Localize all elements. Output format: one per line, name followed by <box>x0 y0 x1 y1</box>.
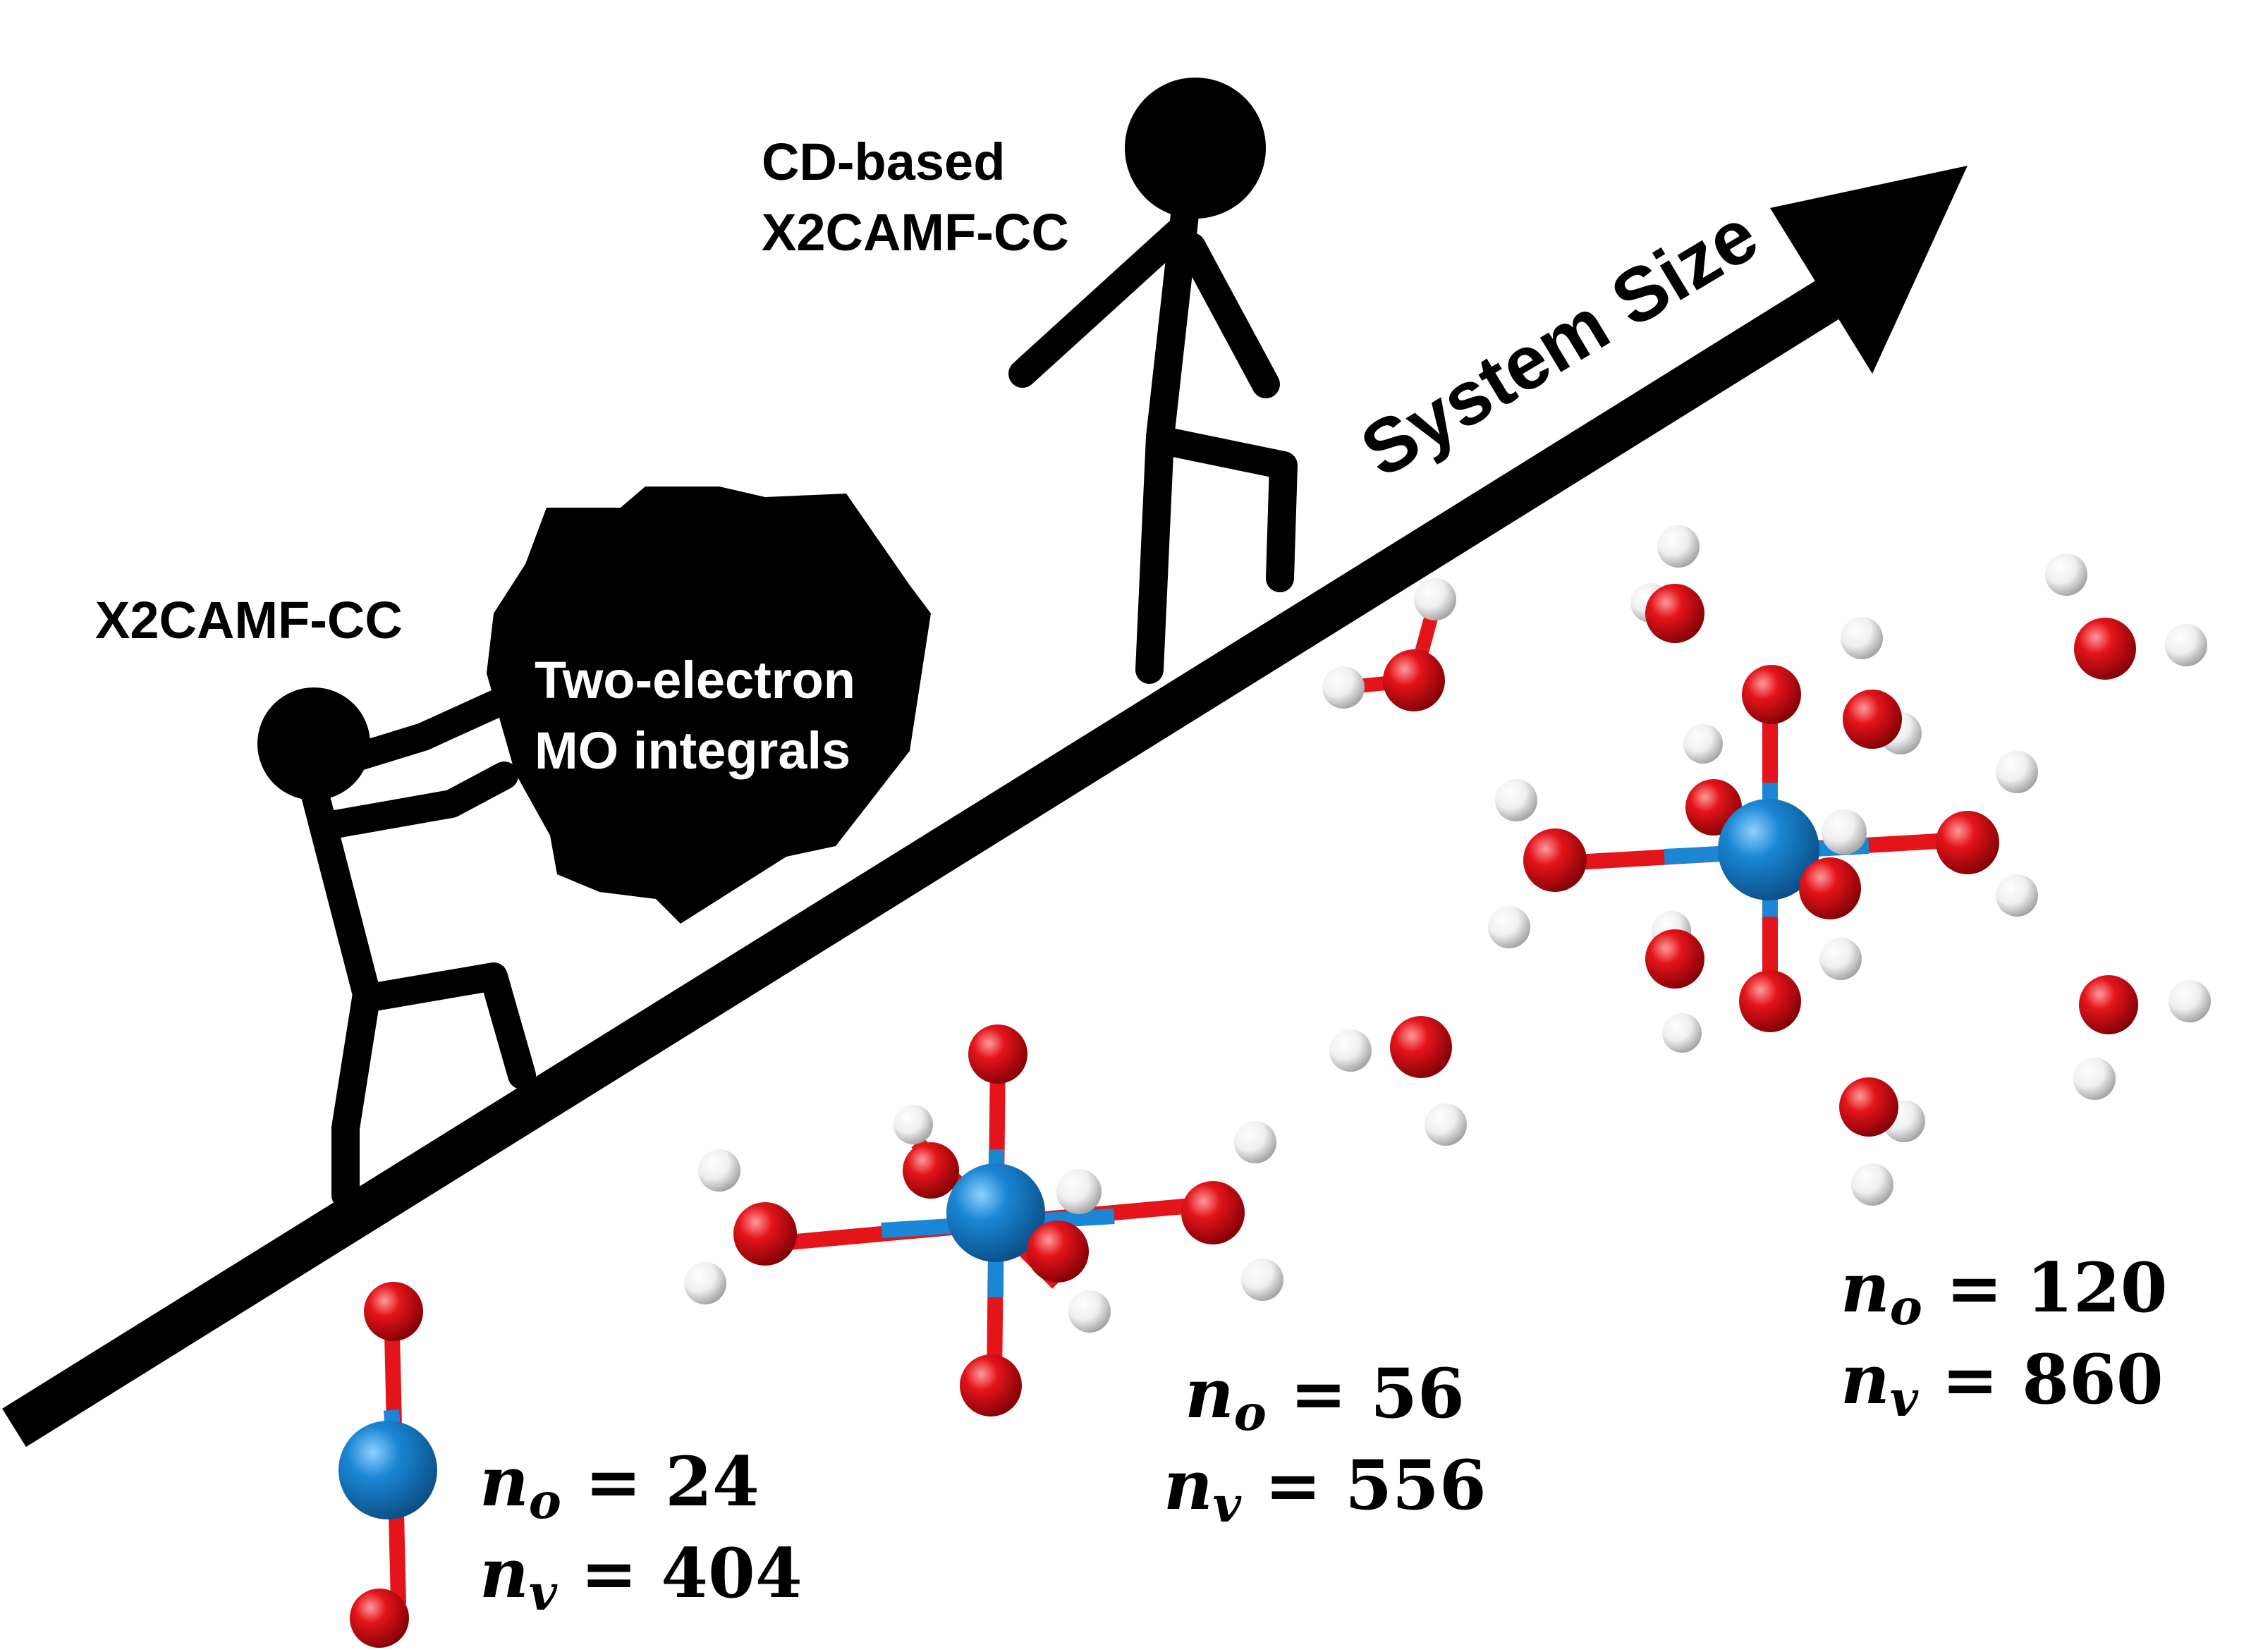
system3-counts: no = 120 nv = 860 <box>1841 1248 2168 1428</box>
pushing-stick-figure <box>257 687 536 1209</box>
left-method-label: X2CAMF-CC <box>95 591 403 649</box>
molecule-uo2 <box>338 1282 437 1648</box>
system2-counts: no = 56 nv = 556 <box>1164 1354 1487 1534</box>
system2-no: no = 56 <box>1185 1354 1465 1442</box>
walking-stick-figure <box>1008 78 1298 684</box>
system-size-arrow <box>2 166 1968 1448</box>
molecule-solvated-cluster <box>1322 525 2211 1206</box>
system3-no: no = 120 <box>1841 1248 2168 1336</box>
system2-nv: nv = 556 <box>1164 1445 1487 1534</box>
cd-method-label-line1: CD-based <box>762 133 1005 191</box>
system1-counts: no = 24 nv = 404 <box>480 1442 803 1622</box>
boulder-label-line1: Two-electron <box>535 651 855 709</box>
system1-no: no = 24 <box>480 1442 760 1530</box>
system3-nv: nv = 860 <box>1841 1340 2164 1428</box>
boulder-label-line2: MO integrals <box>535 721 850 780</box>
cd-method-label-line2: X2CAMF-CC <box>762 203 1069 262</box>
system1-nv: nv = 404 <box>480 1534 803 1622</box>
molecule-uo2-h2o4 <box>684 1024 1283 1417</box>
boulder <box>487 487 931 924</box>
